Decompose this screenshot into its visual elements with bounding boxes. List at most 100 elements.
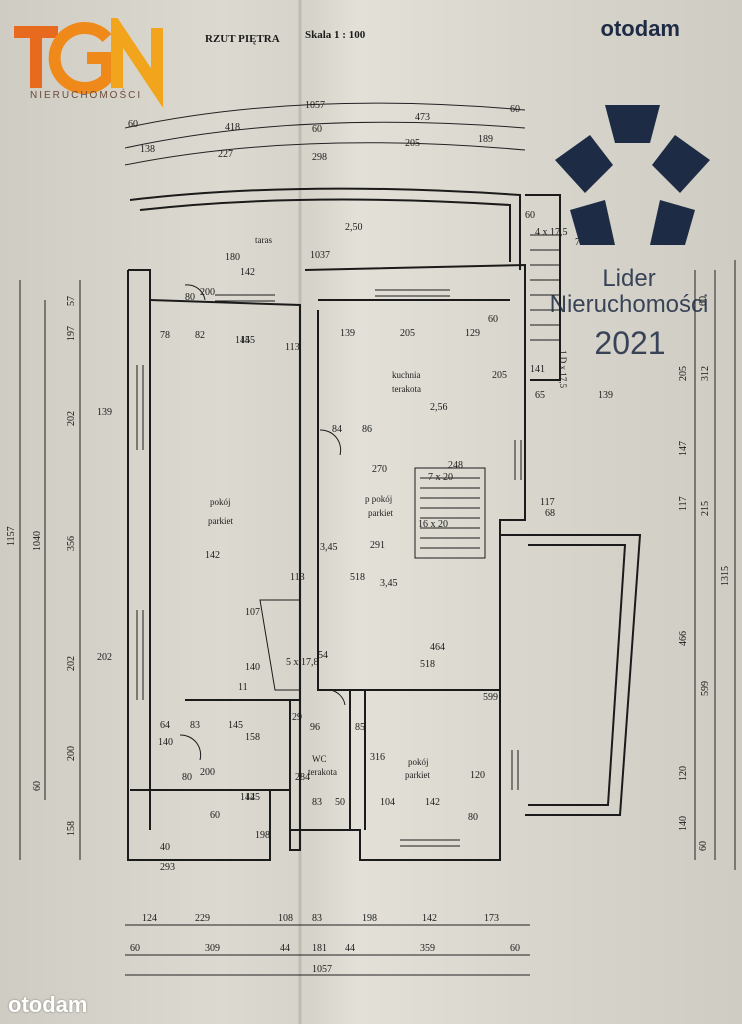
award-line2: Nieruchomości (549, 291, 709, 318)
interior-dim-34: 518 (350, 572, 365, 583)
interior-dim-58: 142 (240, 792, 255, 803)
interior-dim-3: 145 (240, 335, 255, 346)
interior-dim-36: 5 x 17,8 (286, 657, 319, 668)
interior-dim-51: 83 (312, 797, 322, 808)
interior-dim-15: 205 (492, 370, 507, 381)
interior-dim-16: 141 (530, 364, 545, 375)
interior-dim-59: 60 (210, 810, 220, 821)
windows (136, 289, 522, 847)
bottom-dimension-lines (125, 924, 530, 976)
top-dimension-lines (124, 102, 526, 166)
dim-bottom-10: 181 (312, 943, 327, 954)
interior-dim-32: 464 (430, 642, 445, 653)
dim-left-0: 1157 (6, 526, 17, 546)
interior-dim-39: 83 (190, 720, 200, 731)
portal-watermark-top: otodam (600, 16, 680, 41)
dim-bottom-6: 173 (484, 913, 499, 924)
dim-left-1: 1040 (32, 531, 43, 551)
dim-bottom-8: 309 (205, 943, 220, 954)
award-title: Lider Nieruchomości (524, 266, 734, 318)
dim-right-6: 140 (678, 816, 689, 831)
interior-dim-69: 3,45 (380, 578, 398, 589)
interior-dim-13: 129 (465, 328, 480, 339)
room-floor-3: terakota (308, 767, 337, 777)
interior-dim-14: 60 (488, 314, 498, 325)
dim-right-9: 215 (700, 501, 711, 516)
agency-logo-subtitle: NIERUCHOMOŚCI (30, 90, 143, 101)
interior-dim-38: 64 (160, 720, 170, 731)
logo-g (48, 22, 113, 94)
dim-bottom-5: 142 (422, 913, 437, 924)
agency-logo (14, 18, 163, 108)
interior-dim-8: 82 (195, 330, 205, 341)
interior-dim-43: 80 (182, 772, 192, 783)
plan-scale: Skala 1 : 100 (305, 29, 366, 41)
walls (127, 187, 642, 861)
interior-dim-25: 68 (545, 508, 555, 519)
interior-dim-33: 518 (420, 659, 435, 670)
dim-bottom-4: 198 (362, 913, 377, 924)
dim-left-2: 57 (66, 296, 77, 306)
interior-dim-47: 85 (355, 722, 365, 733)
room-label-0: pokój (210, 497, 231, 507)
interior-dim-61: 40 (160, 842, 170, 853)
interior-dim-2: 2,50 (345, 222, 363, 233)
interior-dim-21: 270 (372, 464, 387, 475)
interior-dim-67: 142 (205, 550, 220, 561)
interior-dim-17: 65 (535, 390, 545, 401)
interior-dim-50: 284 (295, 772, 310, 783)
dim-left-3: 197 (66, 326, 77, 341)
right-dimension-lines (694, 260, 736, 870)
dim-left-4: 202 (66, 411, 77, 426)
dim-right-8: 312 (700, 366, 711, 381)
interior-dim-41: 140 (158, 737, 173, 748)
dim-bottom-2: 108 (278, 913, 293, 924)
interior-dim-18: 139 (598, 390, 613, 401)
room-label-2: p pokój (365, 494, 392, 504)
interior-dim-37: 11 (238, 682, 248, 693)
interior-dim-53: 104 (380, 797, 395, 808)
dim-top-5: 60 (312, 124, 322, 135)
dim-bottom-11: 44 (345, 943, 355, 954)
stairs-label: 1 D x 17,5 (558, 350, 568, 388)
dim-top-4: 473 (415, 112, 430, 123)
interior-dim-6: 200 (200, 287, 215, 298)
interior-dim-1: 180 (225, 252, 240, 263)
dim-right-2: 147 (678, 441, 689, 456)
logo-n (111, 18, 163, 108)
dim-left-8: 60 (32, 781, 43, 791)
interior-dim-22: 248 (448, 460, 463, 471)
room-floor-0: parkiet (208, 516, 233, 526)
interior-dim-29: 107 (245, 607, 260, 618)
room-floor-1: terakota (392, 384, 421, 394)
interior-dim-35: 599 (483, 692, 498, 703)
dim-top-7: 227 (218, 149, 233, 160)
interior-dim-26: 16 x 20 (418, 519, 448, 530)
interior-dim-42: 158 (245, 732, 260, 743)
interior-dim-44: 200 (200, 767, 215, 778)
interior-dim-30: 140 (245, 662, 260, 673)
interior-dim-19: 84 (332, 424, 342, 435)
interior-dim-46: 96 (310, 722, 320, 733)
room-label-4: pokój (408, 757, 429, 767)
interior-dim-24: 117 (540, 497, 555, 508)
dim-top-9: 205 (405, 138, 420, 149)
interior-dim-60: 293 (160, 862, 175, 873)
room-label-5: taras (255, 235, 272, 245)
room-floor-4: parkiet (405, 770, 430, 780)
interior-dim-23: 7 x 20 (428, 472, 453, 483)
dim-right-3: 117 (678, 496, 689, 511)
dim-right-0: 60 (698, 296, 709, 306)
dim-top-3: 60 (128, 119, 138, 130)
plan-title: RZUT PIĘTRA (205, 33, 280, 45)
interior-dim-54: 142 (425, 797, 440, 808)
dim-left-7: 200 (66, 746, 77, 761)
dim-right-11: 1315 (720, 566, 731, 586)
dim-bottom-9: 44 (280, 943, 290, 954)
interior-dim-45: 29 (292, 712, 302, 723)
dim-top-total: 1057 (305, 100, 325, 111)
dim-bottom-14: 1057 (312, 964, 332, 975)
interior-dim-9: 145 (235, 335, 250, 346)
